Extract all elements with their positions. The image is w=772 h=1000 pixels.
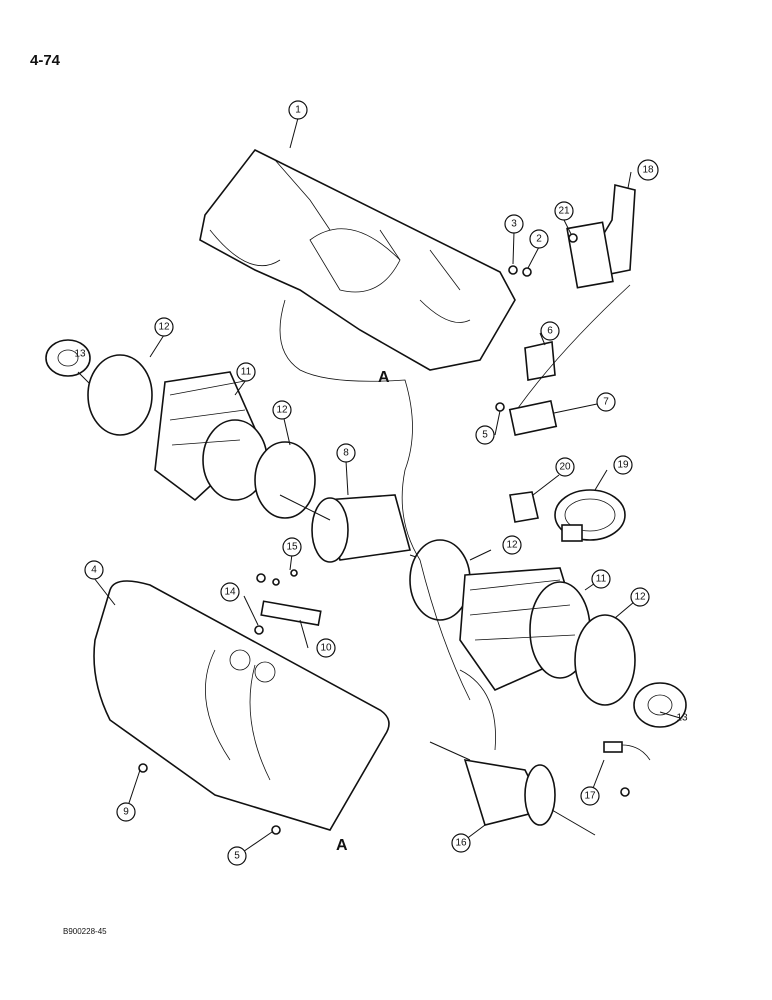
- svg-text:3: 3: [511, 219, 517, 230]
- callout-17[interactable]: 17: [580, 786, 600, 806]
- callout-3[interactable]: 3: [504, 214, 524, 234]
- svg-text:12: 12: [158, 322, 170, 333]
- svg-text:14: 14: [224, 587, 236, 598]
- svg-text:13: 13: [74, 349, 86, 360]
- callout-18[interactable]: 18: [637, 159, 659, 181]
- svg-text:19: 19: [617, 460, 629, 471]
- svg-text:8: 8: [343, 448, 349, 459]
- lower-motor: [429, 669, 596, 836]
- svg-text:2: 2: [536, 234, 542, 245]
- callout-7[interactable]: 7: [596, 392, 616, 412]
- seal-strip: [260, 600, 322, 627]
- callout-8[interactable]: 8: [336, 443, 356, 463]
- callout-20[interactable]: 20: [555, 457, 575, 477]
- svg-text:16: 16: [455, 838, 467, 849]
- page-number: 4-74: [30, 52, 61, 69]
- callout-1[interactable]: 1: [288, 100, 308, 120]
- callout-4[interactable]: 4: [84, 560, 104, 580]
- svg-text:5: 5: [234, 851, 240, 862]
- svg-text:9: 9: [123, 807, 129, 818]
- wire-harness: [603, 741, 651, 797]
- svg-text:11: 11: [596, 574, 607, 585]
- svg-text:12: 12: [506, 540, 518, 551]
- callout-15[interactable]: 15: [282, 537, 302, 557]
- left-blower-wheel: [87, 354, 316, 519]
- resistor-assembly: [495, 341, 558, 437]
- callout-12-mid[interactable]: 12: [502, 535, 522, 555]
- svg-text:5: 5: [482, 430, 488, 441]
- fasteners: [138, 233, 578, 835]
- svg-text:21: 21: [558, 206, 570, 217]
- svg-text:7: 7: [603, 397, 609, 408]
- svg-text:12: 12: [276, 405, 288, 416]
- callout-16[interactable]: 16: [451, 833, 471, 853]
- callout-14[interactable]: 14: [220, 582, 240, 602]
- svg-text:20: 20: [559, 462, 571, 473]
- clamp-ring-left: [45, 339, 91, 377]
- callout-5-top[interactable]: 5: [475, 425, 495, 445]
- upper-housing: [199, 148, 516, 371]
- leader-lines: [77, 117, 681, 857]
- svg-text:15: 15: [286, 542, 298, 553]
- callout-19[interactable]: 19: [613, 455, 633, 475]
- callout-5-bottom[interactable]: 5: [227, 846, 247, 866]
- svg-text:18: 18: [642, 165, 654, 176]
- callout-6[interactable]: 6: [540, 321, 560, 341]
- svg-text:17: 17: [584, 791, 596, 802]
- callout-13-right: 13: [676, 713, 688, 724]
- connection-marker-a-top: A: [378, 369, 390, 386]
- connection-marker-a-bottom: A: [336, 837, 348, 854]
- right-blower-wheel: [409, 539, 636, 706]
- callout-10[interactable]: 10: [316, 638, 336, 658]
- mount-bracket: [509, 491, 539, 523]
- svg-text:1: 1: [295, 105, 301, 116]
- svg-text:13: 13: [676, 713, 688, 724]
- callout-12-center[interactable]: 12: [272, 400, 292, 420]
- svg-text:10: 10: [320, 643, 332, 654]
- svg-text:12: 12: [634, 592, 646, 603]
- callout-12-right[interactable]: 12: [630, 587, 650, 607]
- callout-2[interactable]: 2: [529, 229, 549, 249]
- svg-text:11: 11: [241, 367, 252, 378]
- figure-code: B900228-45: [63, 927, 107, 936]
- callout-13-left: 13: [74, 349, 86, 360]
- svg-text:6: 6: [547, 326, 553, 337]
- lower-housing: [93, 580, 390, 831]
- callout-12-top-left[interactable]: 12: [154, 317, 174, 337]
- svg-text:4: 4: [91, 565, 97, 576]
- callout-11-right[interactable]: 11: [591, 569, 611, 589]
- callout-21[interactable]: 21: [554, 201, 574, 221]
- hose-clamp: [554, 489, 626, 542]
- bracket: [566, 183, 636, 289]
- callout-9[interactable]: 9: [116, 802, 136, 822]
- callout-11-left[interactable]: 11: [236, 362, 256, 382]
- center-motor: [279, 494, 441, 566]
